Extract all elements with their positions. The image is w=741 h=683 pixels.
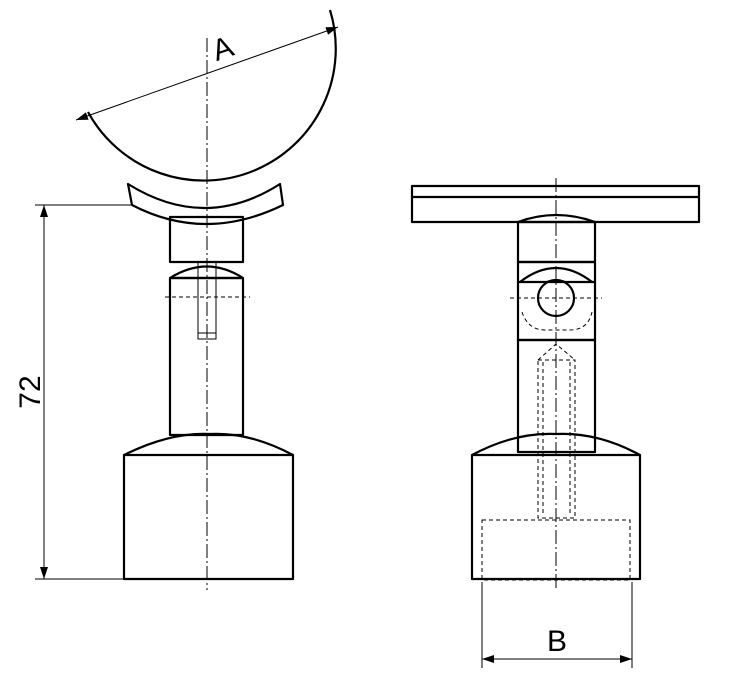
ball-joint-dome [169,265,244,279]
base-body [122,453,295,581]
width-label: B [547,625,567,658]
dimension-height: 72 [14,204,132,580]
front-view [410,178,701,590]
height-label: 72 [14,375,47,408]
front-post-stem [516,338,597,454]
front-base-body [470,453,642,581]
front-clamp-top [517,213,596,224]
base-cap-top [123,432,294,456]
joint-hidden-pocket [521,311,593,331]
saddle-plate [126,182,285,225]
dimension-b: B [481,582,633,668]
front-base-cap-top [471,432,641,456]
hidden-base-bore [481,519,631,581]
dimension-a-line [75,26,339,121]
hidden-pin [197,261,217,340]
side-view [87,9,337,590]
hidden-bolt-body [537,359,576,519]
joint-housing-dome [519,266,593,283]
post-stem [168,276,245,437]
hidden-bolt-tip [537,343,576,361]
dimension-a-label: A [208,30,238,68]
